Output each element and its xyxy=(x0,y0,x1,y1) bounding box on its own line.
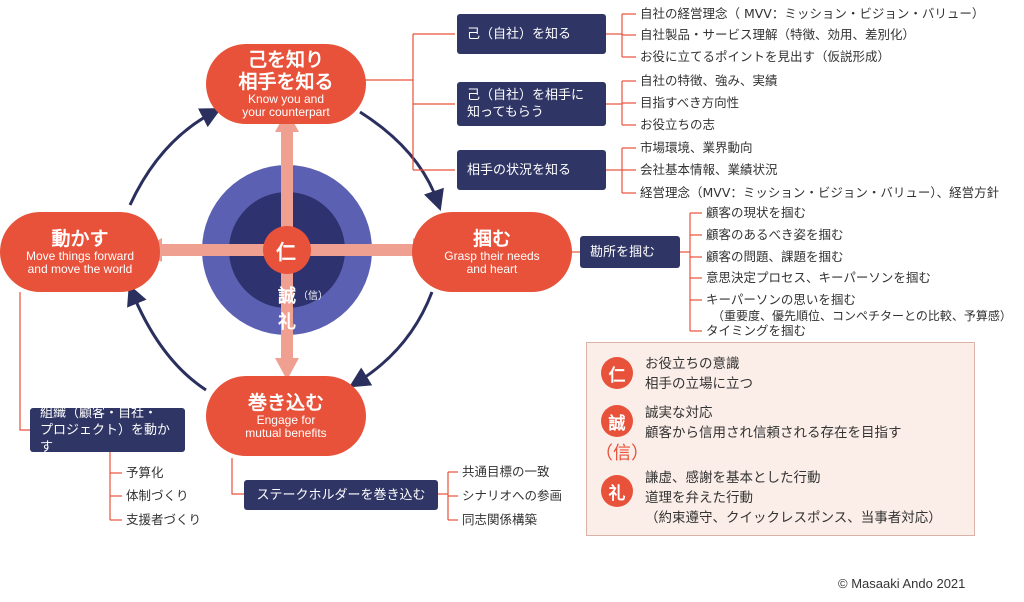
know-item: 自社の経営理念（ MVV：ミッション・ビジョン・バリュー） xyxy=(640,6,985,21)
legend-sei-badge: 誠 xyxy=(601,405,633,437)
center-sei: 誠 xyxy=(278,286,296,307)
legend-box: 仁 お役立ちの意識 相手の立場に立つ 誠 （信） 誠実な対応 顧客から信用され信… xyxy=(586,342,975,536)
grasp-item: 意思決定プロセス、キーパーソンを掴む xyxy=(706,270,931,285)
engage-connectors xyxy=(231,458,458,521)
pill-move-title: 動かす xyxy=(51,228,109,250)
center-jin: 仁 xyxy=(276,240,296,264)
know-item: 会社基本情報、業績状況 xyxy=(640,162,778,177)
grasp-item: タイミングを掴む xyxy=(706,323,807,338)
cycle-arrow-top-right xyxy=(359,110,444,211)
pill-engage-title: 巻き込む xyxy=(247,392,324,414)
grasp-connectors xyxy=(570,212,702,332)
move-item: 予算化 xyxy=(126,465,164,480)
know-connectors xyxy=(362,13,636,194)
grasp-item: 顧客の問題、課題を掴む xyxy=(706,249,844,264)
engage-item: 共通目標の一致 xyxy=(462,464,550,479)
cycle-arrow-right-bottom xyxy=(348,291,434,388)
grasp-item: （重要度、優先順位、コンペチターとの比較、予算感） xyxy=(712,309,1012,323)
pill-know: 己を知り 相手を知る Know you and your counterpart xyxy=(206,44,366,124)
know-item: お役に立てるポイントを見出す（仮説形成） xyxy=(640,49,891,64)
know-item: 市場環境、業界動向 xyxy=(640,140,753,155)
cycle-arrow-bottom-left xyxy=(127,284,207,392)
move-connectors xyxy=(19,292,122,521)
legend-jin-text: お役立ちの意識 相手の立場に立つ xyxy=(645,356,753,392)
know-item: 目指すべき方向性 xyxy=(640,95,740,110)
know-group-2: 己（自社）を相手に 知ってもらう xyxy=(457,82,606,126)
pill-engage-sub: Engage for mutual benefits xyxy=(245,413,327,440)
jin-circle xyxy=(263,226,311,274)
pill-grasp: 掴む Grasp their needs and heart xyxy=(412,212,572,292)
know-group-1: 己（自社）を知る xyxy=(457,14,606,54)
know-item: 経営理念（MVV：ミッション・ビジョン・バリュー）、経営方針 xyxy=(640,185,1000,200)
pill-engage: 巻き込む Engage for mutual benefits xyxy=(206,376,366,456)
move-item: 体制づくり xyxy=(126,488,189,503)
know-item: 自社製品・サービス理解（特徴、効用、差別化） xyxy=(640,27,916,42)
pill-grasp-title: 掴む xyxy=(472,228,511,250)
legend-rei-badge: 礼 xyxy=(601,475,633,507)
grasp-box: 勘所を掴む xyxy=(580,236,680,268)
move-box: 組織（顧客・自社・ プロジェクト）を動かす xyxy=(30,406,185,455)
move-item: 支援者づくり xyxy=(126,512,202,527)
legend-shin: （信） xyxy=(595,443,649,464)
grasp-item: 顧客の現状を掴む xyxy=(706,205,807,220)
copyright: © Masaaki Ando 2021 xyxy=(838,576,966,591)
engage-item: 同志関係構築 xyxy=(462,512,538,527)
pill-grasp-sub: Grasp their needs and heart xyxy=(444,249,540,276)
legend-sei-text: 誠実な対応 顧客から信用され信頼される存在を目指す xyxy=(645,405,902,441)
pill-move: 動かす Move things forward and move the wor… xyxy=(0,212,160,292)
engage-item: シナリオへの参画 xyxy=(462,488,563,503)
know-item: 自社の特徴、強み、実績 xyxy=(640,73,778,88)
pill-know-sub: Know you and your counterpart xyxy=(242,92,330,119)
cycle-arrow-left-top xyxy=(128,108,222,206)
pill-know-title: 己を知り 相手を知る xyxy=(238,49,334,93)
engage-box: ステークホルダーを巻き込む xyxy=(244,480,438,510)
legend-rei-text: 謙虚、感謝を基本とした行動 道理を弁えた行動 （約束遵守、クイックレスポンス、当… xyxy=(645,470,942,526)
grasp-item: キーパーソンの思いを掴む xyxy=(706,292,856,307)
pill-move-sub: Move things forward and move the world xyxy=(25,249,135,276)
know-item: お役立ちの志 xyxy=(640,117,716,132)
grasp-item: 顧客のあるべき姿を掴む xyxy=(706,227,844,242)
center-shin: （信） xyxy=(298,291,328,302)
legend-jin-badge: 仁 xyxy=(601,357,633,389)
know-group-3: 相手の状況を知る xyxy=(457,150,606,190)
center-rei: 礼 xyxy=(278,312,296,333)
